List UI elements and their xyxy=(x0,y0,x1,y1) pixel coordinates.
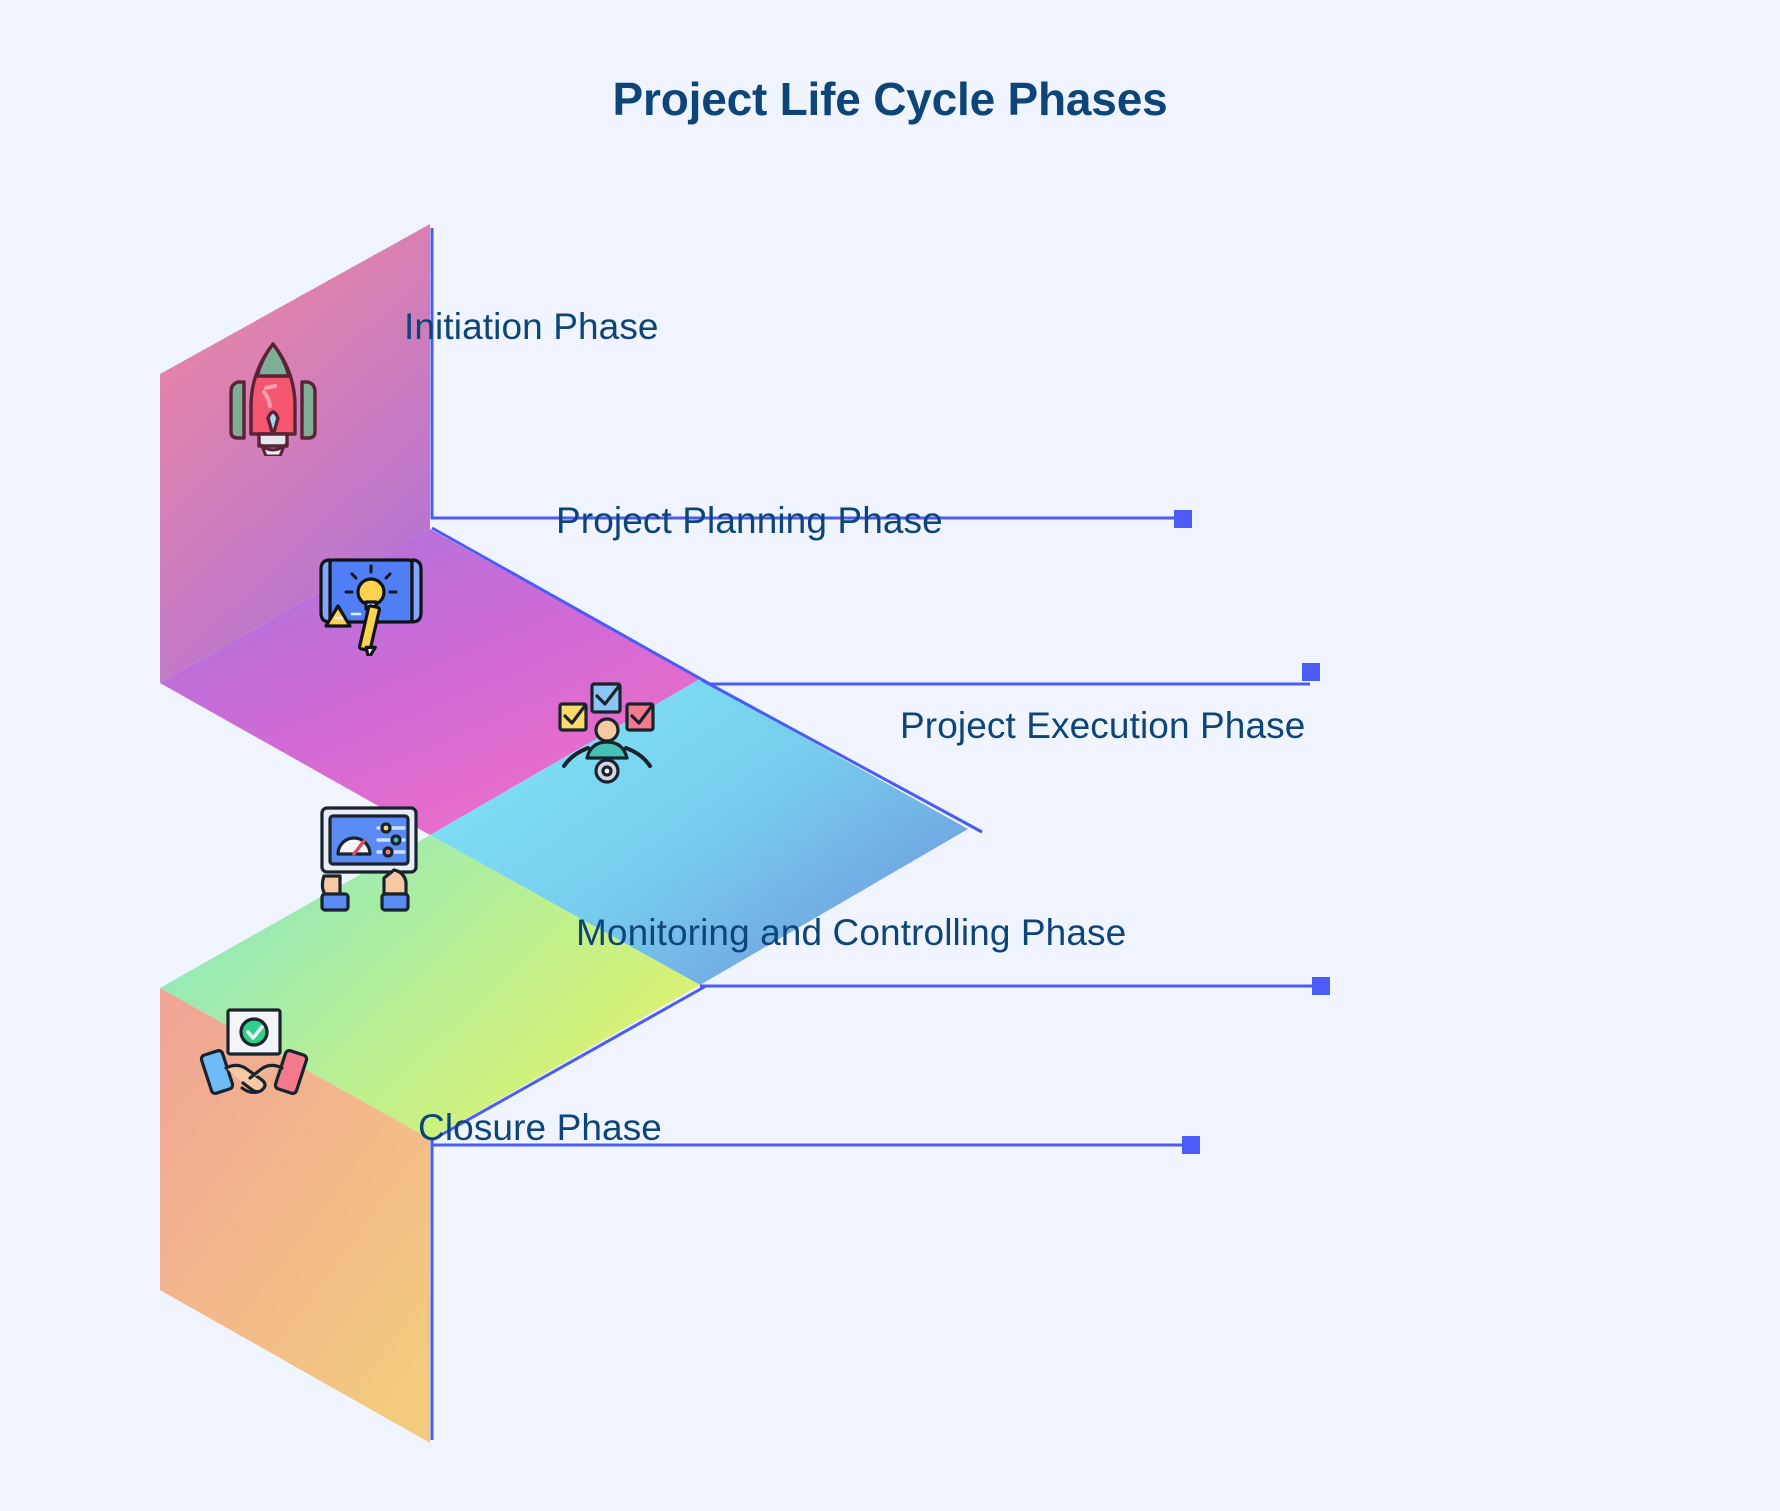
phase-label-execution[interactable]: Project Execution Phase xyxy=(900,705,1306,746)
rocket-launch-icon xyxy=(218,338,328,461)
handshake-approved-icon xyxy=(198,1006,310,1111)
phase-label-closure[interactable]: Closure Phase xyxy=(418,1107,662,1148)
page-title: Project Life Cycle Phases xyxy=(612,73,1168,125)
team-checklist-icon xyxy=(552,676,664,791)
connector-monitoring-diagonal xyxy=(431,984,707,1142)
connector-endpoint-closure xyxy=(1182,1136,1200,1154)
phase-band-initiation[interactable] xyxy=(160,224,430,683)
dashboard-tablet-icon xyxy=(308,802,430,919)
connector-initiation xyxy=(430,228,1178,520)
connector-execution xyxy=(701,678,983,834)
phase-label-planning[interactable]: Project Planning Phase xyxy=(556,500,943,541)
phase-band-closure[interactable] xyxy=(160,988,430,1443)
connector-endpoint-planning xyxy=(1302,663,1320,681)
phase-band-planning-shape[interactable] xyxy=(160,529,700,835)
phase-label-initiation[interactable]: Initiation Phase xyxy=(404,306,659,347)
connector-endpoint-initiation xyxy=(1174,510,1192,528)
phase-band-execution[interactable] xyxy=(430,679,968,985)
connector-endpoint-monitoring xyxy=(1312,977,1330,995)
blueprint-idea-icon xyxy=(312,548,430,661)
phase-label-monitoring[interactable]: Monitoring and Controlling Phase xyxy=(576,912,1127,953)
connector-planning xyxy=(431,526,1310,686)
